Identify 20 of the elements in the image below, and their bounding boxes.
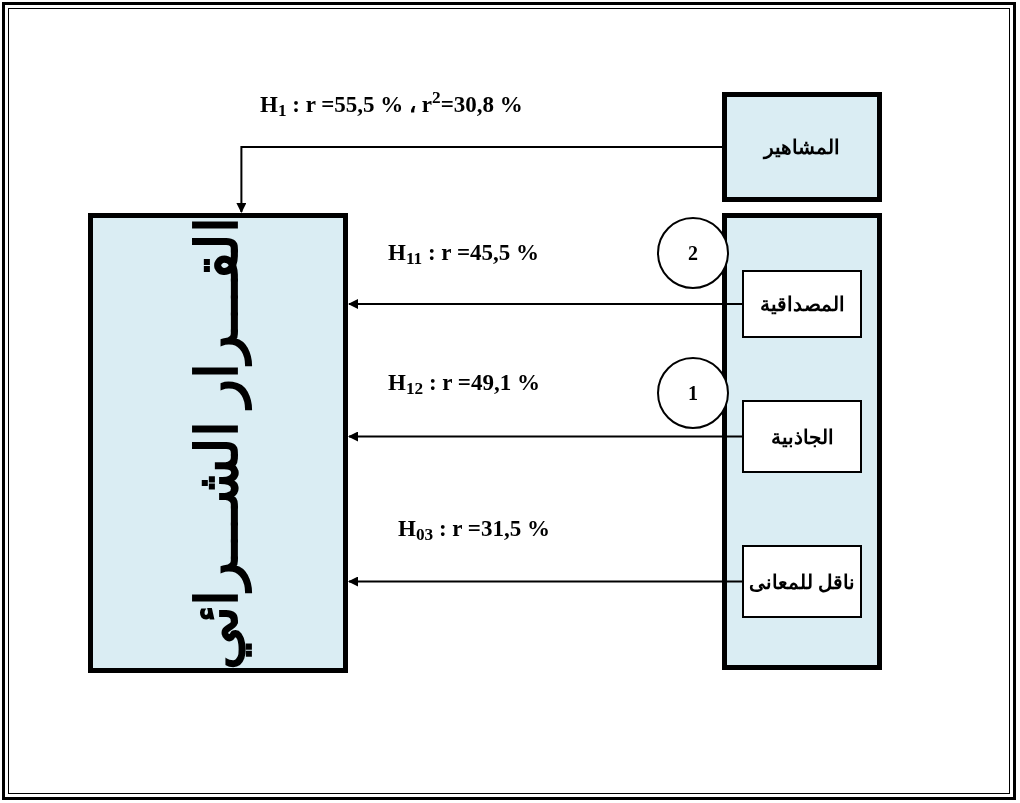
node-text: المشاهير [764, 135, 840, 162]
group-box [722, 213, 882, 670]
node-text: ناقل للمعانى [749, 569, 855, 595]
factor-box [742, 545, 862, 618]
arrow [348, 576, 743, 587]
source-box [722, 92, 882, 202]
node-text: الجاذبية [770, 424, 834, 450]
arrow [348, 299, 743, 309]
edge-label: H$_{11}$ : r =45,5 % [388, 239, 539, 271]
node-text: المصداقية [759, 292, 845, 317]
arrow [236, 146, 723, 213]
edge-label: H$_{12}$ : r =49,1 % [388, 369, 540, 401]
node-text: القـــرار الشـــرائي [184, 216, 253, 670]
decision-box [88, 213, 348, 673]
node-text: 2 [688, 241, 698, 266]
factor-box [742, 270, 862, 338]
node-text: 1 [688, 381, 698, 406]
edge-label: H$_{03}$ : r =31,5 % [398, 515, 550, 547]
arrow [348, 431, 743, 442]
factor-box [742, 400, 862, 473]
